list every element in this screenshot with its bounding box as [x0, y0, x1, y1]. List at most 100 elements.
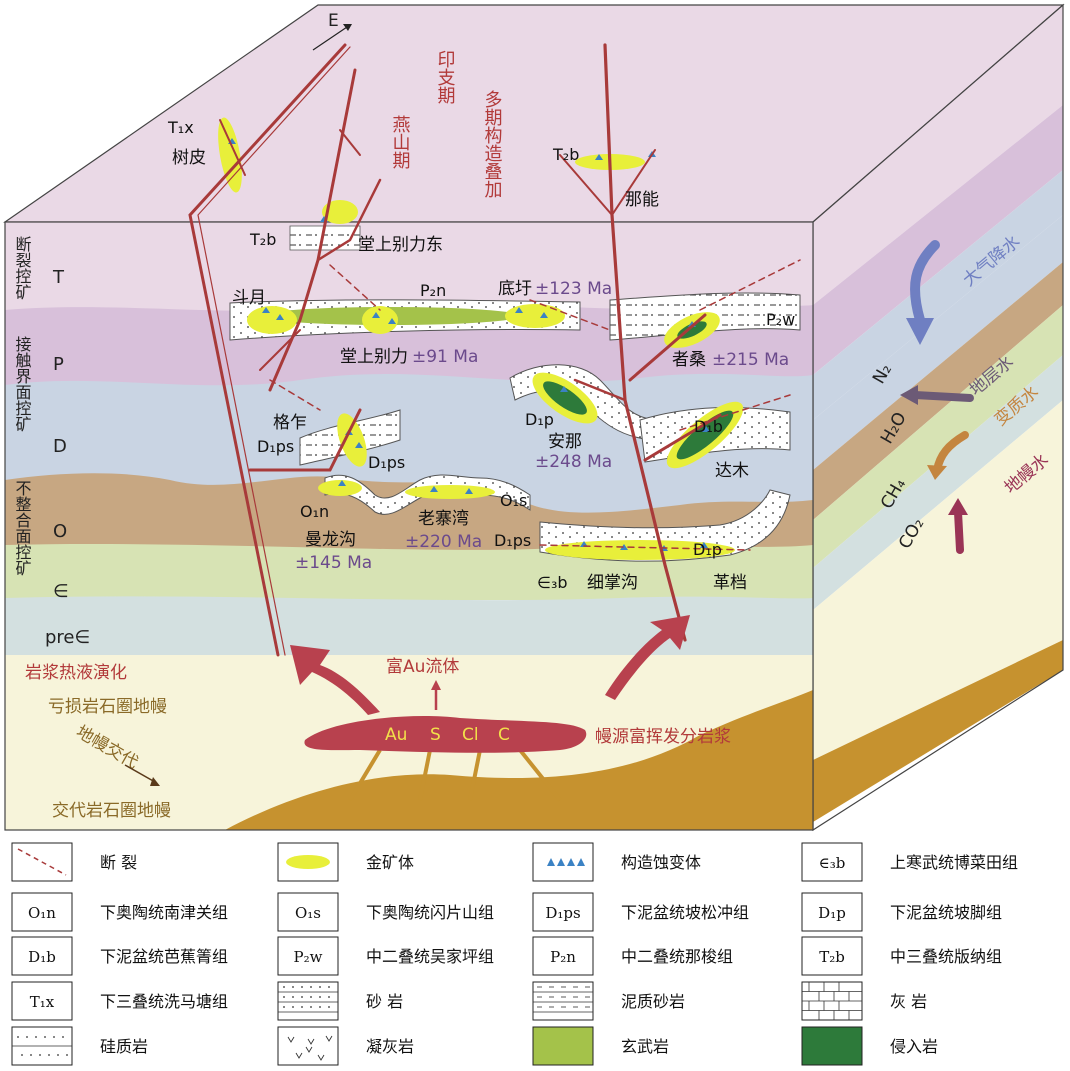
svg-text:D₁b: D₁b: [694, 417, 723, 436]
legend-swatch: [277, 892, 339, 932]
strata-labels: T P D O ∈ pre∈: [45, 267, 90, 648]
yanshanian-label: 燕山期: [390, 115, 411, 169]
legend-swatch: [11, 936, 73, 976]
direction-indicator: E: [312, 11, 352, 51]
intrusive-anna: [543, 381, 587, 415]
legend-code: P₂n: [550, 948, 576, 966]
legend-code: T₁x: [30, 993, 55, 1011]
control-labels: 断裂控矿 接触界面控矿 不整合面控矿: [13, 236, 32, 576]
svg-text:P₂w: P₂w: [766, 310, 795, 329]
legend-swatch: [11, 981, 73, 1021]
legend-label: 中二叠统吴家坪组: [366, 947, 494, 966]
tectonic-labels: 印支期 燕山期 多期构造叠加: [390, 50, 503, 198]
stratum-D: D: [53, 436, 67, 457]
age-anna: ±248 Ma: [535, 452, 612, 472]
svg-text:接触界面控矿: 接触界面控矿: [13, 336, 32, 432]
legend-code: O₁n: [28, 904, 56, 922]
label-metasomatized-mantle: 交代岩石圈地幔: [52, 801, 171, 821]
label-depleted-mantle: 亏损岩石圈地幔: [48, 697, 167, 717]
legend-swatch: [11, 892, 73, 932]
stratum-P: P: [53, 354, 64, 375]
legend-label: 上寒武统博菜田组: [890, 853, 1018, 872]
legend-label: 泥质砂岩: [621, 992, 685, 1011]
fault-main-left: [188, 43, 347, 657]
legend-swatch: [801, 842, 863, 882]
legend-swatch: [532, 936, 594, 976]
legend-label: 下三叠统洗马塘组: [100, 992, 228, 1011]
age-tangshang-bieli: ±91 Ma: [412, 347, 478, 367]
svg-text:D₁p: D₁p: [525, 410, 554, 429]
svg-text:D₁p: D₁p: [693, 540, 722, 559]
label-au-fluid: 富Au流体: [386, 657, 459, 677]
legend-code: D₁ps: [545, 904, 580, 922]
legend-swatch: [532, 1026, 594, 1066]
fluid-arrow-left: [290, 645, 380, 715]
svg-text:T₂b: T₂b: [552, 145, 579, 164]
legend-label: 中三叠统版纳组: [890, 947, 1002, 966]
legend-label: 中二叠统那梭组: [621, 947, 733, 966]
svg-text:D₁ps: D₁ps: [368, 453, 405, 472]
svg-text:E: E: [328, 11, 339, 31]
svg-text:O₁n: O₁n: [300, 502, 329, 521]
legend-code: D₁p: [818, 904, 846, 922]
legend-label: 凝灰岩: [366, 1037, 414, 1056]
label-douyue: 斗月: [232, 288, 266, 308]
indosinian-label: 印支期: [435, 50, 456, 104]
element-C: C: [498, 725, 510, 745]
age-zhesang: ±215 Ma: [712, 350, 789, 370]
legend-label: 灰 岩: [890, 992, 927, 1011]
legend-label: 砂 岩: [366, 992, 403, 1011]
svg-text:P₂n: P₂n: [420, 281, 446, 300]
label-shupi: 树皮: [172, 148, 206, 168]
label-gedang: 革档: [713, 573, 747, 593]
fluid-arrow-right: [605, 615, 690, 700]
legend-label: 硅质岩: [100, 1037, 148, 1056]
legend-label: 下泥盆统芭蕉箐组: [100, 947, 228, 966]
svg-text:T₁x: T₁x: [167, 118, 194, 137]
svg-text:T₂b: T₂b: [249, 230, 276, 249]
stratum-preCambrian: pre∈: [45, 627, 90, 648]
legend-swatch: [277, 936, 339, 976]
svg-text:断裂控矿: 断裂控矿: [13, 236, 32, 300]
stratum-T: T: [52, 267, 65, 288]
label-anna: 安那: [548, 432, 582, 452]
label-magma-source: 幔源富挥发分岩浆: [595, 727, 731, 747]
svg-text:∈₃b: ∈₃b: [537, 573, 568, 592]
label-zhesang: 者桑: [672, 350, 706, 370]
orebody-tangshang-dong: [322, 200, 358, 224]
meteoric-arrow: [910, 240, 940, 325]
superposition-label: 多期构造叠加: [482, 90, 503, 198]
magma-body: [304, 716, 587, 753]
legend-swatch: [801, 1026, 863, 1066]
age-laozhaiwan: ±220 Ma: [405, 532, 482, 552]
legend-label: 构造蚀变体: [621, 853, 701, 872]
legend-swatch: [532, 892, 594, 932]
label-tangshang-bielidong: 堂上别力东: [358, 235, 443, 255]
legend-swatch: [532, 981, 594, 1021]
faults: [188, 43, 801, 657]
age-manlonggou: ±145 Ma: [295, 553, 372, 573]
svg-text:不整合面控矿: 不整合面控矿: [13, 480, 32, 576]
orebody-tangshang: [362, 306, 398, 334]
label-manlonggou: 曼龙沟: [305, 530, 356, 550]
deposit-labels: 树皮 那能 堂上别力东 斗月 底圩 ±123 Ma 堂上别力 ±91 Ma 者桑…: [172, 148, 789, 593]
legend-code: ∈₃b: [819, 854, 846, 872]
label-diwei: 底圩: [498, 279, 532, 299]
orebody-xizhanggou: [545, 540, 735, 560]
legend-code: P₂w: [294, 948, 323, 966]
svg-text:O₁s: O₁s: [500, 491, 527, 510]
element-S: S: [430, 725, 441, 745]
magma-source: [290, 615, 690, 802]
legend-swatch: [801, 936, 863, 976]
formation-arrow: [911, 391, 974, 402]
stratum-Cambrian: ∈: [53, 581, 69, 602]
legend-label: 侵入岩: [890, 1037, 938, 1056]
orebody-gezuo: [337, 413, 367, 467]
age-diwei: ±123 Ma: [535, 279, 612, 299]
legend-label: 下泥盆统坡松冲组: [621, 903, 749, 922]
label-tangshang-bieli: 堂上别力: [340, 347, 408, 367]
legend-code: T₂b: [819, 948, 845, 966]
front-face-layers: [4, 221, 814, 831]
block-right-face: [812, 3, 1064, 832]
